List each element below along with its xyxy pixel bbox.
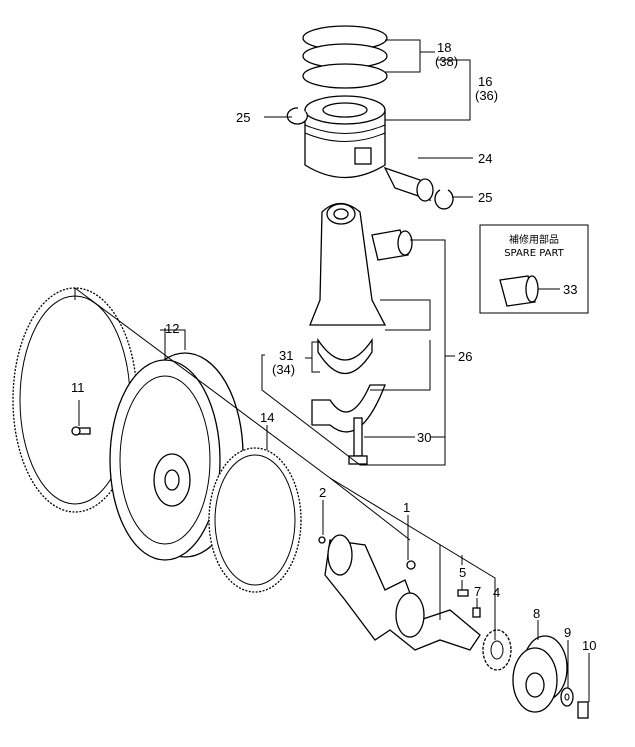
callout-9: 9: [564, 625, 571, 640]
washer: [560, 687, 574, 707]
callout-5: 5: [459, 565, 466, 580]
callout-38: (38): [435, 54, 458, 69]
callout-25-left: 25: [236, 110, 250, 125]
callout-10: 10: [582, 638, 596, 653]
callout-24: 24: [478, 151, 492, 166]
callout-1: 1: [403, 500, 410, 515]
crankshaft: [324, 534, 481, 651]
callout-16: 16: [478, 74, 492, 89]
circlip-left: [286, 107, 308, 125]
callout-labels: 18 (38) 16 (36) 25 24 25 26 31 (34) 30 1…: [71, 40, 596, 653]
callout-12: 12: [165, 321, 179, 336]
circlip-right: [434, 189, 454, 210]
ring-gear: [208, 447, 302, 593]
callout-2: 2: [319, 485, 326, 500]
spare-part-title-en: SPARE PART: [504, 248, 564, 259]
pulley-bolt: [577, 701, 589, 719]
callout-4: 4: [493, 585, 500, 600]
callout-25-right: 25: [478, 190, 492, 205]
callout-18: 18: [437, 40, 451, 55]
flywheel-bolt: [71, 426, 91, 436]
callout-33: 33: [563, 282, 577, 297]
callout-8: 8: [533, 606, 540, 621]
callout-36: (36): [475, 88, 498, 103]
dowel-pin: [318, 536, 326, 544]
bearing-upper: [317, 337, 373, 375]
key: [457, 589, 469, 597]
callout-31: 31: [279, 348, 293, 363]
spare-part-title-jp: 補修用部品: [509, 233, 559, 246]
callout-26: 26: [458, 349, 472, 364]
callout-30: 30: [417, 430, 431, 445]
callout-34: (34): [272, 362, 295, 377]
rod-cap: [311, 384, 386, 433]
spare-part-box: 補修用部品 SPARE PART 33: [479, 224, 589, 314]
crank-ball: [406, 560, 416, 570]
leader-lines: [74, 39, 590, 702]
piston-pin: [383, 166, 434, 202]
small-end-bushing: [371, 229, 413, 261]
crank-gear: [482, 629, 512, 671]
connecting-rod: [309, 202, 387, 326]
callout-14: 14: [260, 410, 274, 425]
piston-rings: [302, 25, 388, 89]
piston: [304, 95, 386, 179]
callout-11: 11: [71, 380, 85, 395]
key-small: [472, 607, 481, 618]
callout-7: 7: [474, 584, 481, 599]
pulley: [512, 635, 568, 713]
